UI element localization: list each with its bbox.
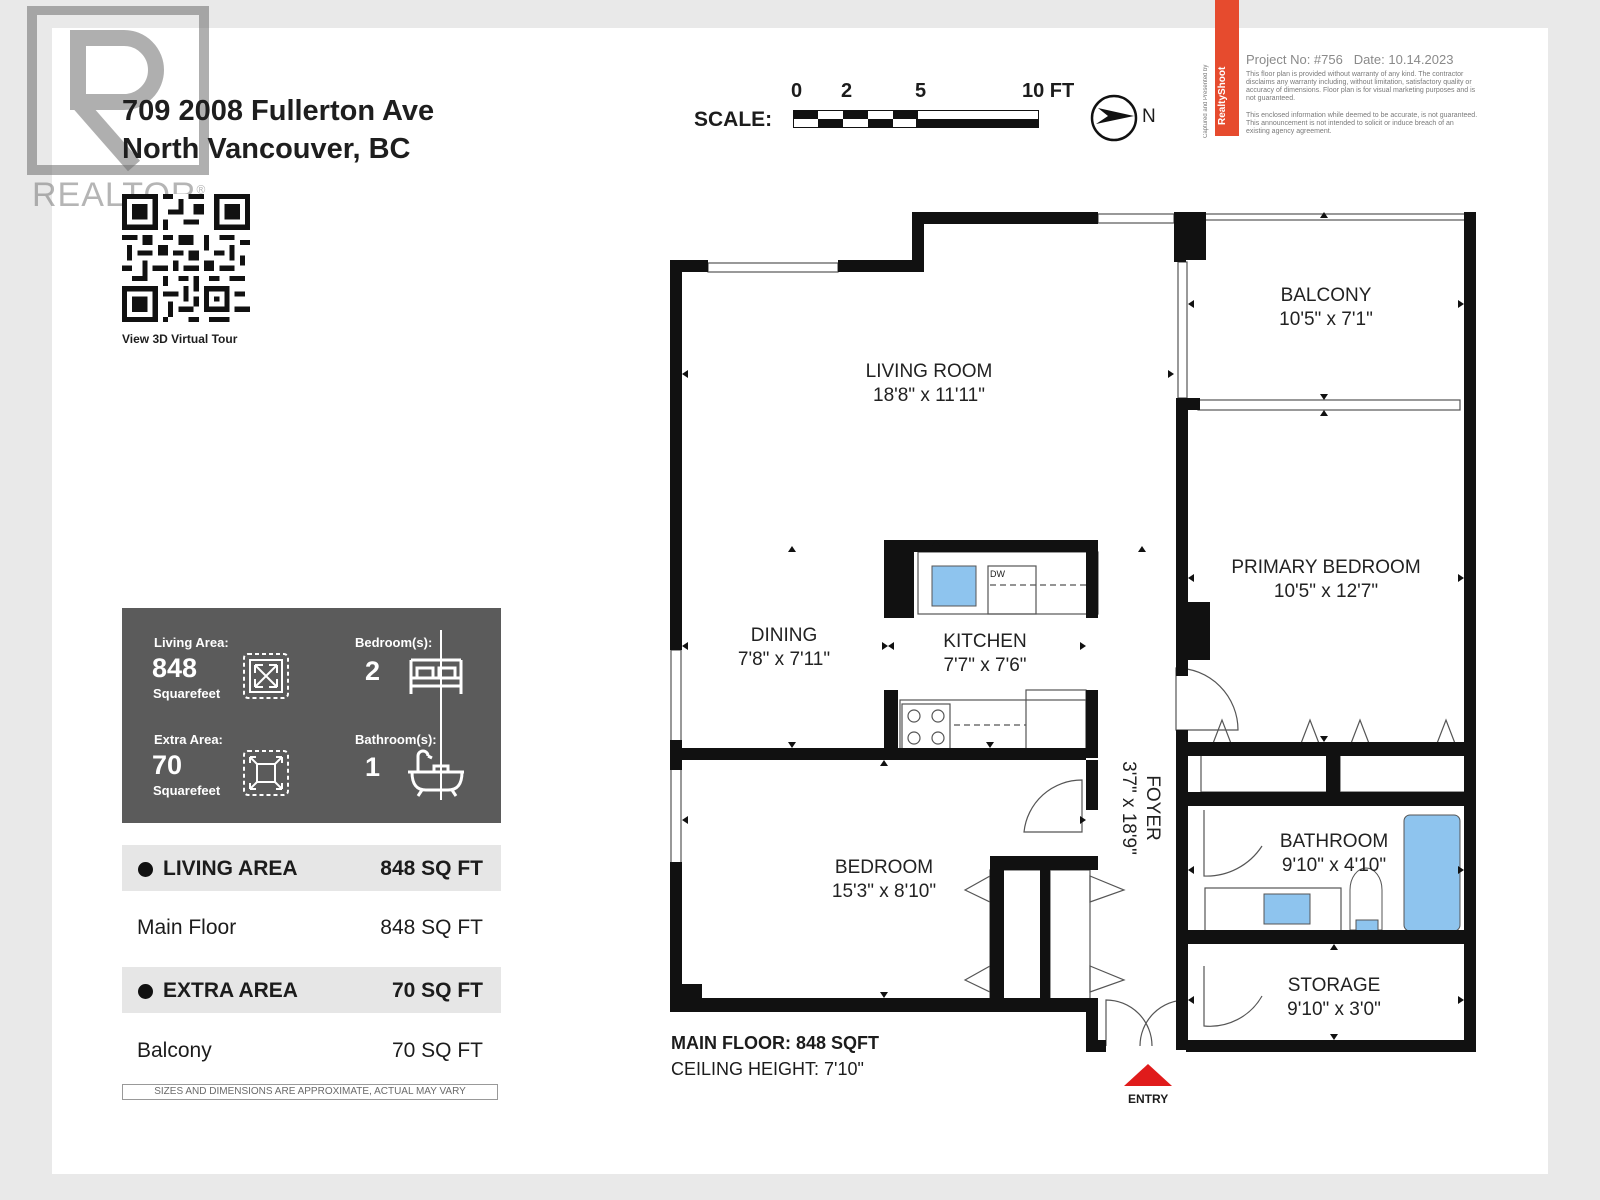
area-row-main-floor: Main Floor 848 SQ FT (122, 904, 501, 950)
address-line-2: North Vancouver, BC (122, 133, 411, 165)
bathrooms-value: 1 (365, 752, 381, 782)
bedrooms-value: 2 (365, 656, 381, 686)
bullet-icon (138, 862, 153, 877)
area-value: 848 SQ FT (380, 916, 483, 939)
realtor-logo (27, 6, 209, 175)
scale-bar (793, 110, 1039, 128)
area-value: 848 SQ FT (380, 857, 483, 880)
ceiling-height: CEILING HEIGHT: 7'10" (671, 1059, 864, 1079)
extra-area-label: Extra Area: (154, 732, 223, 747)
area-row-living-total: LIVING AREA 848 SQ FT (122, 845, 501, 891)
north-label: N (1142, 106, 1156, 127)
area-value: 70 SQ FT (391, 979, 483, 1002)
extra-area-unit: Squarefeet (153, 783, 221, 798)
area-row-balcony: Balcony 70 SQ FT (122, 1027, 501, 1073)
virtual-tour-qr-code[interactable] (122, 194, 250, 322)
dimensions-disclaimer: SIZES AND DIMENSIONS ARE APPROXIMATE, AC… (122, 1084, 498, 1100)
scale-tick-5: 5 (915, 80, 927, 102)
address-line-1: 709 2008 Fullerton Ave (122, 95, 435, 127)
area-name: EXTRA AREA (163, 979, 298, 1002)
property-stats-panel: Living Area: 848 Squarefeet Extra Area: … (122, 608, 501, 823)
blue-fixtures (931, 565, 1461, 935)
area-row-extra-total: EXTRA AREA 70 SQ FT (122, 967, 501, 1013)
scale-label: SCALE: (694, 108, 773, 131)
extra-area-value: 70 (152, 750, 183, 780)
property-address: 709 2008 Fullerton Ave North Vancouver, … (122, 92, 434, 168)
bathrooms-label: Bathroom(s): (355, 732, 437, 747)
living-area-unit: Squarefeet (153, 686, 221, 701)
scale-tick-0: 0 (791, 80, 803, 102)
virtual-tour-label[interactable]: View 3D Virtual Tour (122, 332, 238, 346)
scale-tick-2: 2 (841, 80, 853, 102)
bullet-icon (138, 984, 153, 999)
living-area-label: Living Area: (154, 635, 229, 650)
stats-divider (440, 630, 442, 800)
bathtub-icon (408, 749, 464, 797)
disclaimer-warranty: This floor plan is provided without warr… (1246, 71, 1476, 102)
area-name: Balcony (137, 1039, 212, 1062)
expand-area-icon (243, 653, 289, 699)
scale-tick-10: 10 FT (1022, 80, 1075, 102)
stovetop (901, 703, 951, 751)
project-info: Project No: #756 Date: 10.14.2023 (1246, 52, 1454, 67)
north-arrow-icon (1090, 94, 1138, 142)
dimension-markers (682, 212, 1464, 1040)
walls (670, 212, 1476, 1052)
main-floor-area: MAIN FLOOR: 848 SQFT (671, 1033, 880, 1053)
entry-arrow-icon (1124, 1064, 1172, 1086)
realtyshoot-logo (1215, 0, 1239, 136)
extra-area-icon (243, 750, 289, 796)
disclaimer-agency: This enclosed information while deemed t… (1246, 112, 1478, 135)
bed-icon (409, 658, 463, 694)
entry-label: ENTRY (1128, 1092, 1169, 1106)
bedrooms-label: Bedroom(s): (355, 635, 433, 650)
area-value: 70 SQ FT (391, 1039, 483, 1062)
living-area-value: 848 (152, 653, 198, 683)
area-name: Main Floor (137, 916, 237, 939)
area-name: LIVING AREA (163, 857, 298, 880)
windows (670, 213, 1471, 865)
floor-info: MAIN FLOOR: 848 SQFT CEILING HEIGHT: 7'1… (671, 1030, 879, 1082)
dishwasher-label: DW (990, 569, 1005, 579)
